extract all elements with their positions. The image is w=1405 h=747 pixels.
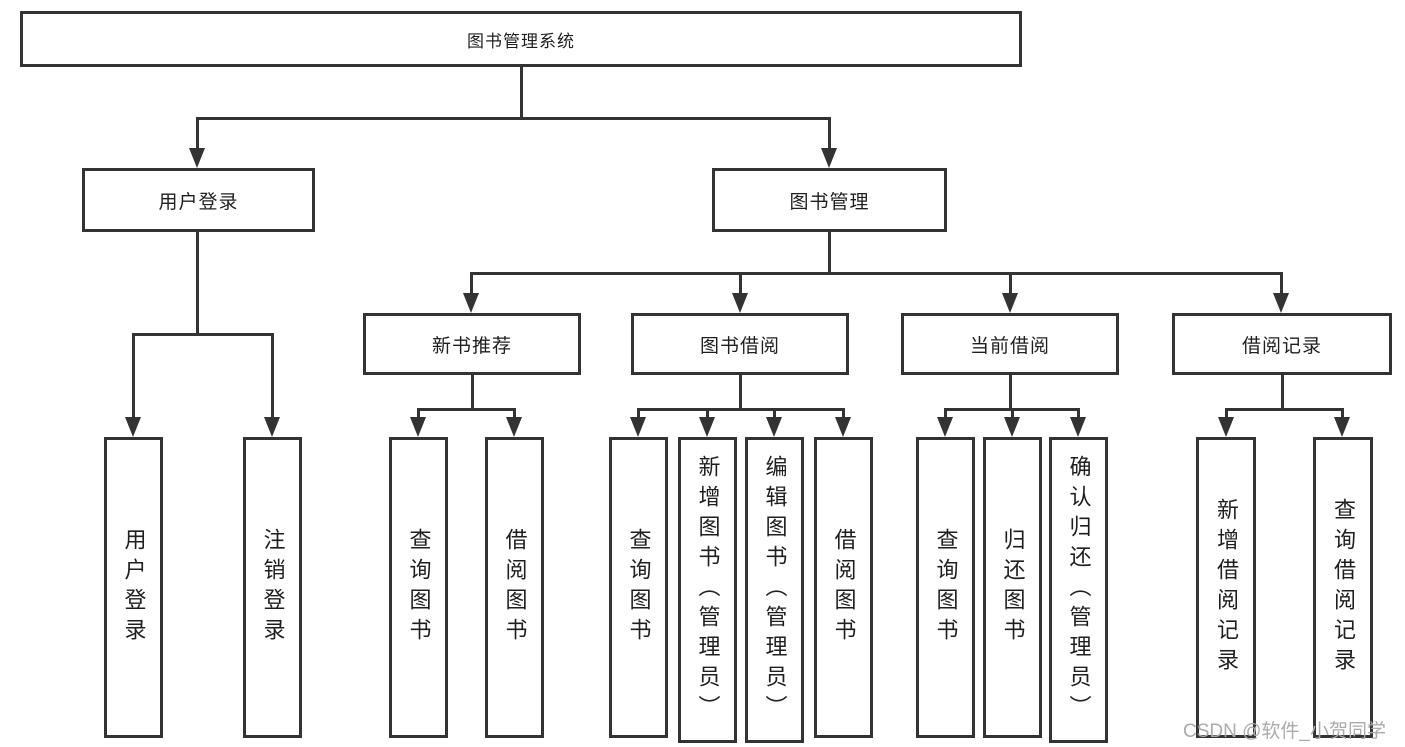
leaf-borrow-query-label: 查询图书 <box>626 527 652 648</box>
leaf-newbook-query-label: 查询图书 <box>406 527 432 648</box>
node-borrow-record: 借阅记录 <box>1172 313 1392 375</box>
connector <box>471 375 474 410</box>
leaf-logout-label: 注销登录 <box>260 527 286 648</box>
leaf-add-book-admin-label: 新增图书（管理员） <box>695 455 721 725</box>
connector <box>417 408 420 420</box>
connector <box>132 333 274 336</box>
connector <box>196 117 199 150</box>
leaf-newbook-borrow-label: 借阅图书 <box>502 527 528 648</box>
connector <box>1009 272 1012 295</box>
leaf-newbook-borrow: 借阅图书 <box>485 437 544 738</box>
leaf-newbook-query: 查询图书 <box>389 437 448 738</box>
arrow-down-icon <box>264 417 280 437</box>
leaf-current-query-label: 查询图书 <box>933 527 959 648</box>
connector <box>739 272 742 295</box>
connector <box>1225 408 1228 420</box>
connector <box>1225 408 1344 411</box>
node-book-management-label: 图书管理 <box>789 191 870 213</box>
arrow-down-icon <box>506 417 522 437</box>
leaf-return-book-label: 归还图书 <box>1000 527 1026 648</box>
connector <box>739 375 742 410</box>
connector <box>828 232 831 274</box>
leaf-add-borrow-record: 新增借阅记录 <box>1196 437 1256 738</box>
connector <box>944 408 947 420</box>
leaf-confirm-return-admin-label: 确认归还（管理员） <box>1066 455 1092 725</box>
connector <box>470 272 473 295</box>
connector <box>637 408 640 420</box>
leaf-borrow-query: 查询图书 <box>609 437 668 738</box>
connector <box>637 408 845 411</box>
connector <box>196 117 831 120</box>
connector <box>1280 272 1283 295</box>
connector <box>1281 375 1284 410</box>
leaf-borrow-book-label: 借阅图书 <box>831 527 857 648</box>
connector <box>1341 408 1344 420</box>
arrow-down-icon <box>766 417 782 437</box>
arrow-down-icon <box>937 417 953 437</box>
leaf-edit-book-admin-label: 编辑图书（管理员） <box>762 455 788 725</box>
leaf-logout: 注销登录 <box>243 437 302 738</box>
arrow-down-icon <box>821 148 837 168</box>
arrow-down-icon <box>835 417 851 437</box>
connector <box>513 408 516 420</box>
arrow-down-icon <box>1004 417 1020 437</box>
connector <box>1011 408 1014 420</box>
arrow-down-icon <box>1218 417 1234 437</box>
node-current-borrow: 当前借阅 <box>901 313 1119 375</box>
connector <box>132 333 135 419</box>
arrow-down-icon <box>630 417 646 437</box>
arrow-down-icon <box>699 417 715 437</box>
arrow-down-icon <box>732 293 748 313</box>
leaf-borrow-book: 借阅图书 <box>814 437 873 738</box>
arrow-down-icon <box>1334 417 1350 437</box>
connector <box>470 272 1283 275</box>
node-book-borrow: 图书借阅 <box>631 313 849 375</box>
node-current-borrow-label: 当前借阅 <box>969 335 1050 357</box>
leaf-query-borrow-record: 查询借阅记录 <box>1313 437 1373 738</box>
leaf-return-book: 归还图书 <box>983 437 1042 738</box>
leaf-add-borrow-record-label: 新增借阅记录 <box>1214 497 1239 678</box>
node-root-label: 图书管理系统 <box>467 31 575 51</box>
node-root: 图书管理系统 <box>20 11 1022 67</box>
node-new-book-recommend-label: 新书推荐 <box>431 335 512 357</box>
arrow-down-icon <box>1273 293 1289 313</box>
connector <box>196 232 199 335</box>
watermark-text: CSDN @软件_小贺同学 <box>1183 721 1386 742</box>
arrow-down-icon <box>463 293 479 313</box>
arrow-down-icon <box>1070 417 1086 437</box>
leaf-user-login: 用户登录 <box>104 437 163 738</box>
connector <box>271 333 274 419</box>
leaf-add-book-admin: 新增图书（管理员） <box>678 437 737 743</box>
leaf-confirm-return-admin: 确认归还（管理员） <box>1049 437 1108 743</box>
connector <box>706 408 709 420</box>
connector <box>1009 375 1012 410</box>
arrow-down-icon <box>1002 293 1018 313</box>
node-borrow-record-label: 借阅记录 <box>1241 335 1322 357</box>
leaf-edit-book-admin: 编辑图书（管理员） <box>745 437 804 743</box>
node-book-management: 图书管理 <box>712 168 947 232</box>
connector <box>417 408 516 411</box>
connector <box>773 408 776 420</box>
leaf-user-login-label: 用户登录 <box>121 527 147 648</box>
node-user-login-label: 用户登录 <box>158 191 239 213</box>
node-user-login: 用户登录 <box>82 168 315 232</box>
leaf-query-borrow-record-label: 查询借阅记录 <box>1331 497 1356 678</box>
node-new-book-recommend: 新书推荐 <box>363 313 581 375</box>
leaf-current-query: 查询图书 <box>916 437 975 738</box>
arrow-down-icon <box>410 417 426 437</box>
connector <box>1077 408 1080 420</box>
arrow-down-icon <box>125 417 141 437</box>
arrow-down-icon <box>189 148 205 168</box>
connector <box>842 408 845 420</box>
connector <box>520 67 523 119</box>
connector <box>828 117 831 150</box>
node-book-borrow-label: 图书借阅 <box>699 335 780 357</box>
